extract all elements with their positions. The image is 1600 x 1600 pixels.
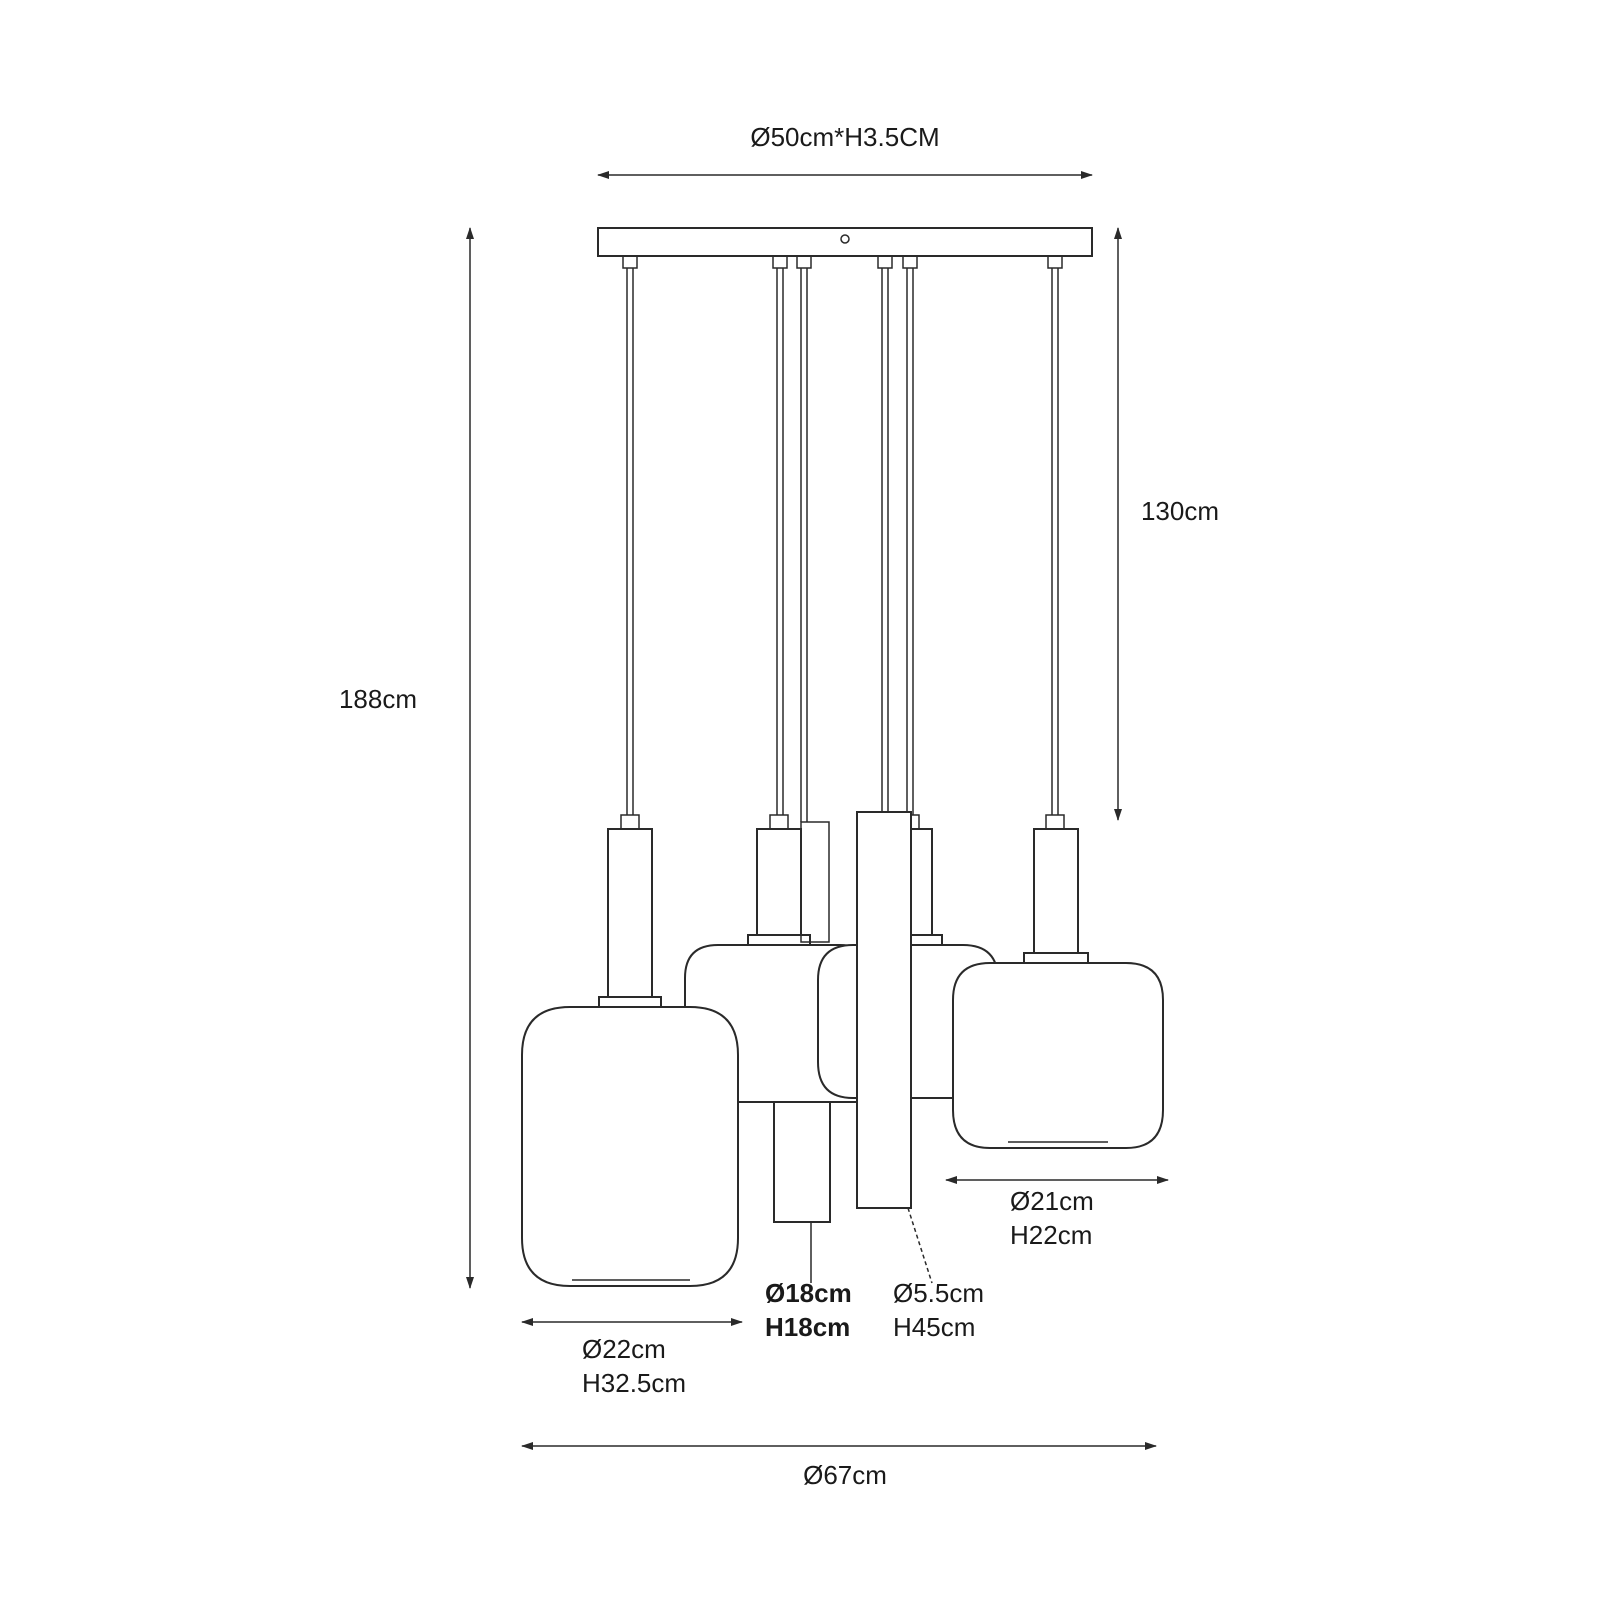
large-shade-diameter-label: Ø22cm — [582, 1334, 666, 1364]
wide-shade-diameter-label: Ø21cm — [1010, 1186, 1094, 1216]
cable-5 — [902, 255, 918, 815]
cylinder-shade — [773, 1101, 831, 1223]
tube-shade-height-label: H45cm — [893, 1312, 975, 1342]
lamp-tube-shade — [856, 811, 912, 1209]
cable-6 — [1047, 255, 1063, 815]
ceiling-canopy — [597, 227, 1093, 257]
cable-1 — [622, 255, 638, 815]
tube-shade-diameter-label: Ø5.5cm — [893, 1278, 984, 1308]
lamp-large-shade — [521, 814, 739, 1287]
large-shade-height-label: H32.5cm — [582, 1368, 686, 1398]
cylinder-shade-height-label: H18cm — [765, 1312, 850, 1342]
cable-2 — [772, 255, 788, 815]
canopy-screw-icon — [840, 234, 850, 244]
tube-shade-leader-line — [907, 1207, 933, 1284]
cable-4 — [877, 255, 893, 812]
cylinder-top-housing — [800, 821, 830, 943]
cylinder-shade-diameter-label: Ø18cm — [765, 1278, 852, 1308]
overall-diameter-label: Ø67cm — [803, 1460, 887, 1490]
lamp-wide-shade-right — [952, 814, 1164, 1149]
cable-3 — [796, 255, 812, 822]
canopy-dimension-label: Ø50cm*H3.5CM — [750, 122, 939, 152]
cable-length-label: 130cm — [1141, 496, 1219, 526]
total-height-label: 188cm — [339, 684, 417, 714]
wide-shade-height-label: H22cm — [1010, 1220, 1092, 1250]
